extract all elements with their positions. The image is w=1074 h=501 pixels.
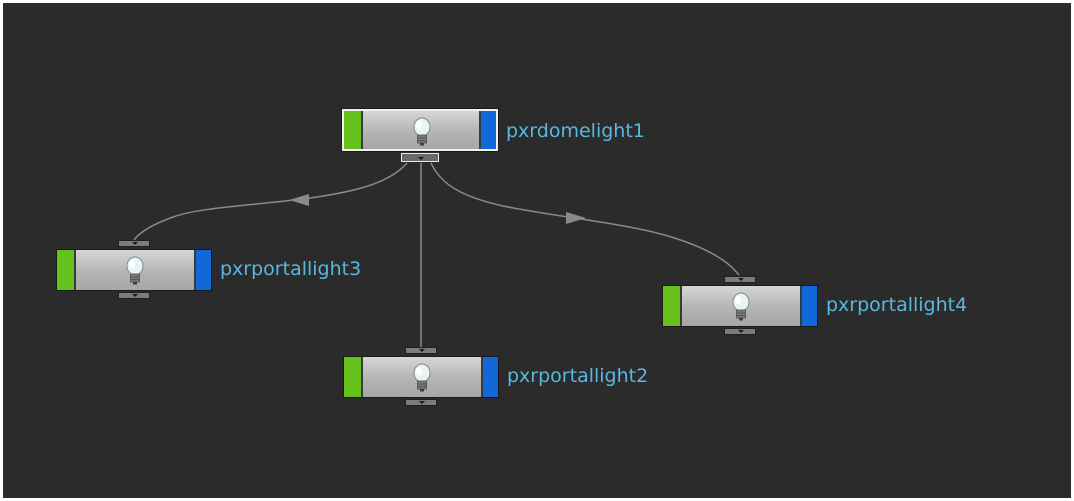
- node-body[interactable]: [56, 249, 212, 291]
- display-flag[interactable]: [663, 286, 682, 326]
- node-label[interactable]: pxrdomelight1: [506, 120, 645, 142]
- input-port[interactable]: [724, 276, 756, 283]
- display-flag[interactable]: [344, 111, 363, 149]
- input-port[interactable]: [405, 347, 437, 354]
- input-port[interactable]: [118, 240, 150, 247]
- wire-pxrdomelight1-pxrportallight4[interactable]: [430, 162, 740, 276]
- output-port[interactable]: [401, 153, 439, 162]
- node-body[interactable]: [662, 285, 818, 327]
- render-flag[interactable]: [481, 357, 498, 397]
- node-body[interactable]: [342, 109, 498, 151]
- display-flag[interactable]: [344, 357, 363, 397]
- output-port[interactable]: [724, 328, 756, 335]
- render-flag[interactable]: [800, 286, 817, 326]
- node-body[interactable]: [343, 356, 499, 398]
- wire-pxrdomelight1-pxrportallight3[interactable]: [133, 162, 408, 241]
- network-editor-canvas[interactable]: pxrdomelight1 pxrportallight3: [3, 3, 1071, 498]
- render-flag[interactable]: [194, 250, 211, 290]
- node-label[interactable]: pxrportallight3: [220, 258, 362, 280]
- output-port[interactable]: [118, 292, 150, 299]
- render-flag[interactable]: [479, 111, 496, 149]
- wires-layer: [133, 162, 740, 347]
- node-label[interactable]: pxrportallight4: [826, 294, 968, 316]
- display-flag[interactable]: [57, 250, 76, 290]
- light-bulb-icon: [732, 292, 750, 321]
- node-label[interactable]: pxrportallight2: [507, 365, 649, 387]
- wire-direction-arrow: [289, 194, 309, 206]
- wire-direction-arrow: [566, 212, 586, 224]
- light-bulb-icon: [413, 117, 431, 146]
- light-bulb-icon: [126, 256, 144, 285]
- output-port[interactable]: [405, 399, 437, 406]
- light-bulb-icon: [413, 363, 431, 392]
